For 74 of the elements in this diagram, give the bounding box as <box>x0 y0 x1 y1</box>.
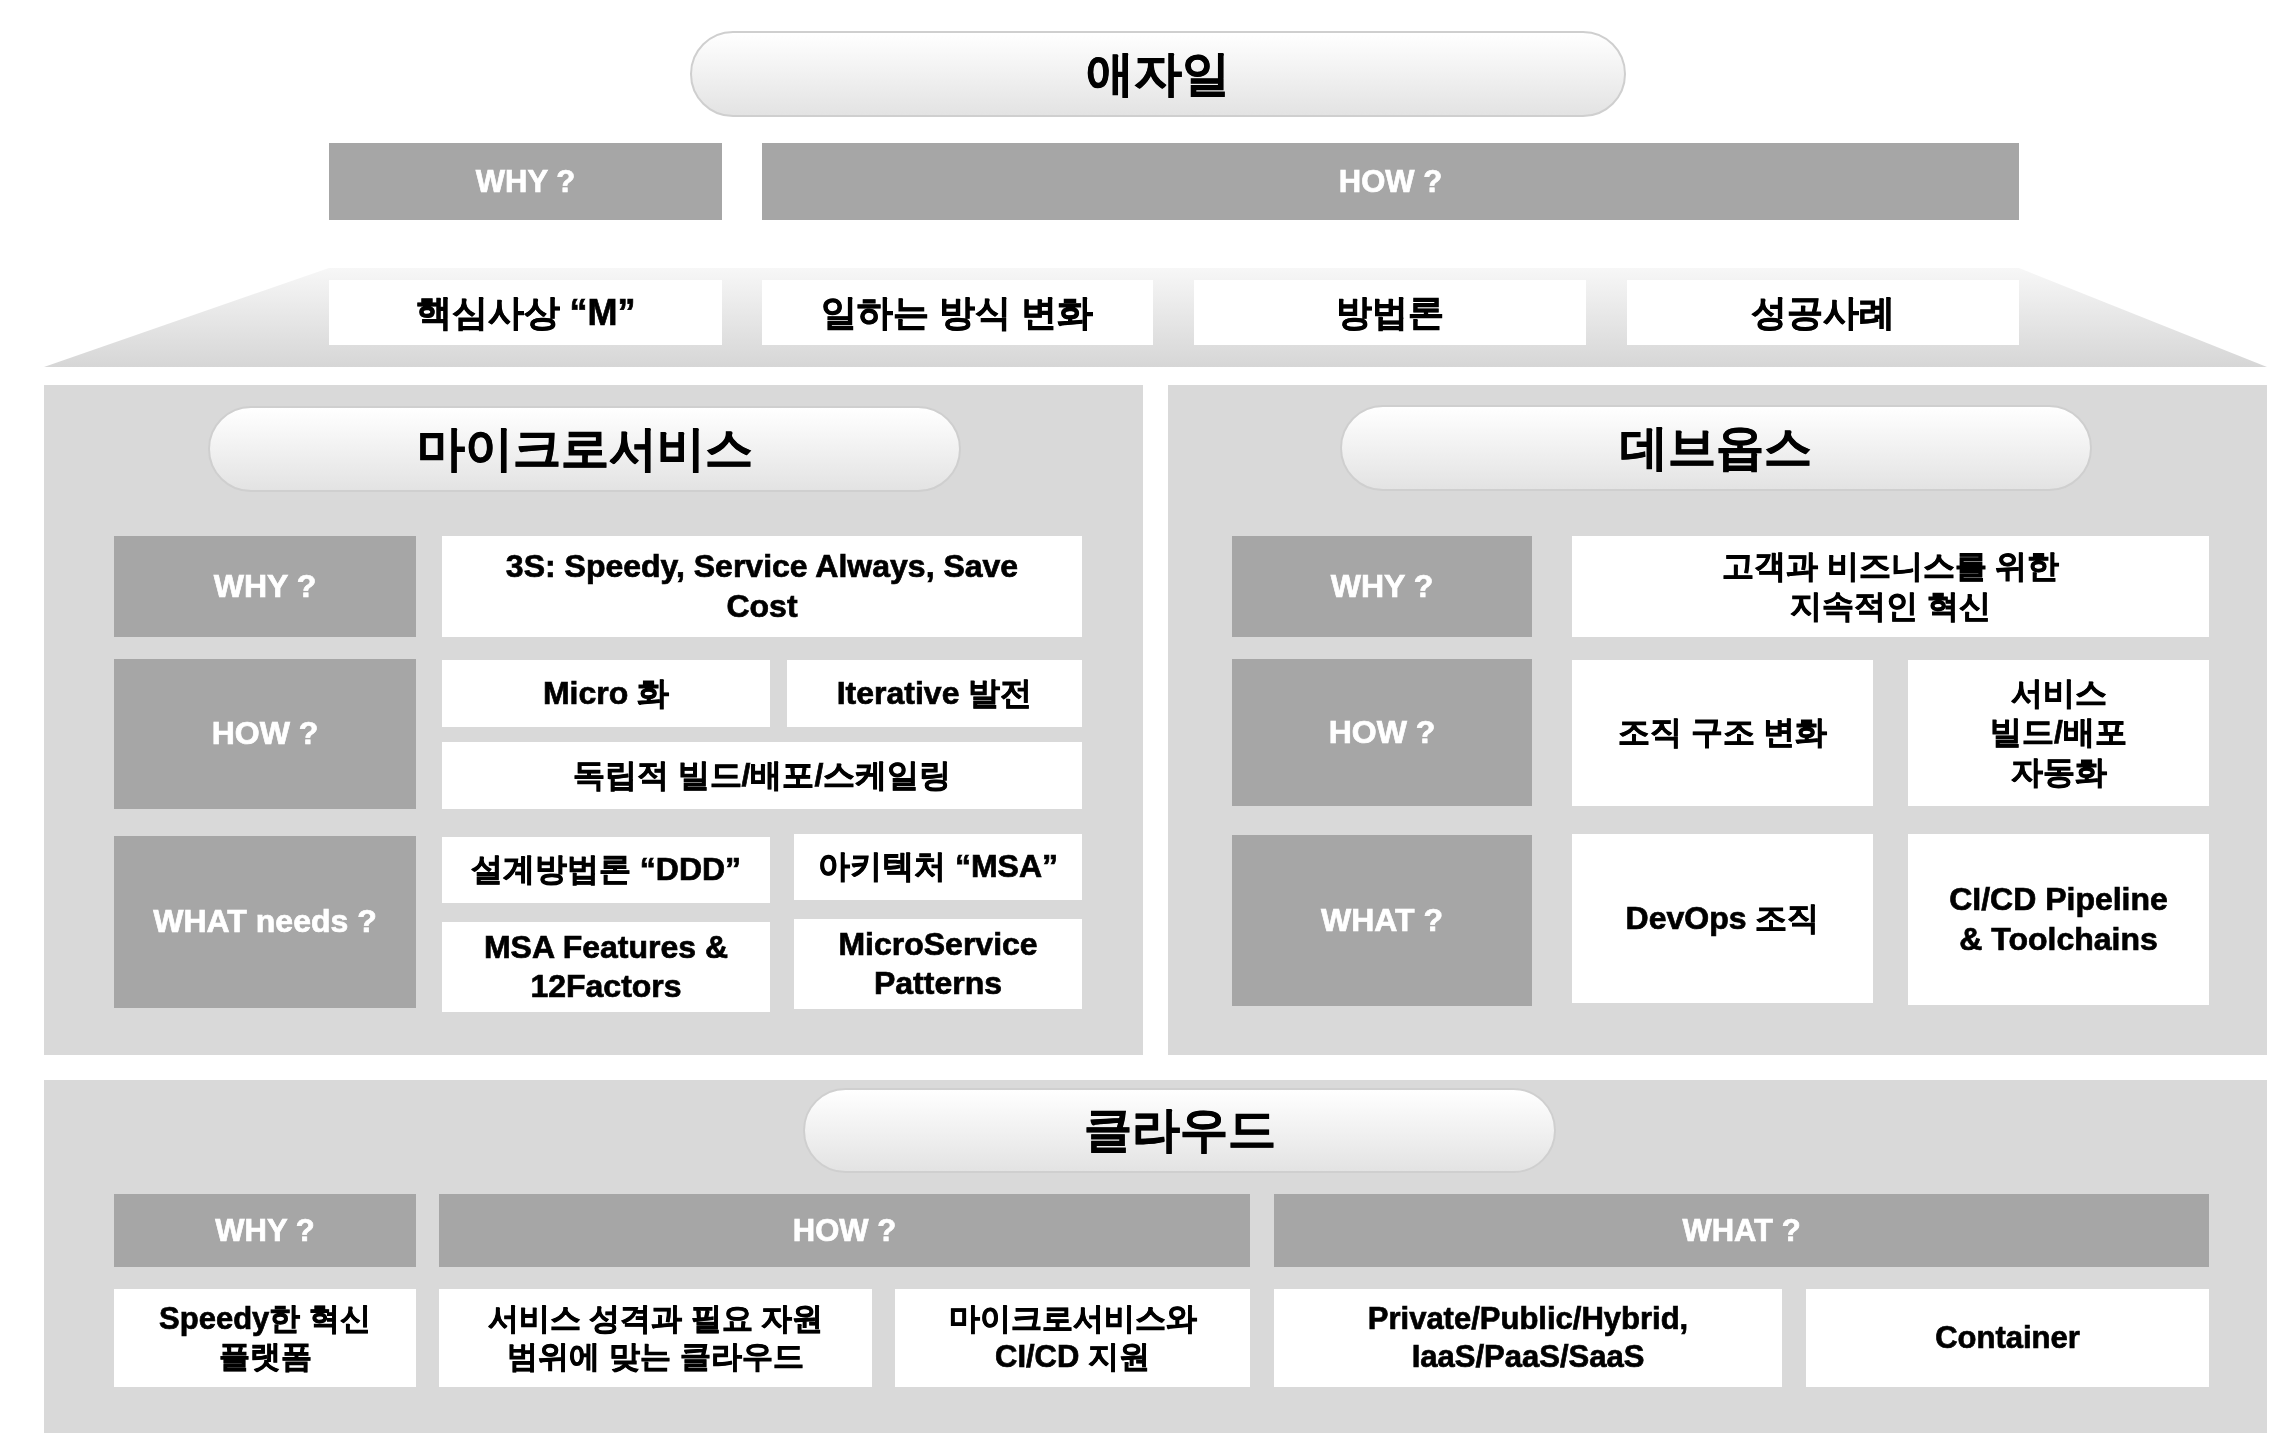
content-card <box>1908 660 2209 806</box>
roof-band <box>44 268 2267 367</box>
question-label: WHY ? <box>474 162 577 201</box>
question-label: WHAT ? <box>1681 1211 1802 1250</box>
section-title: 클라우드 <box>1082 1102 1277 1159</box>
content-text: MicroService Patterns <box>837 924 1039 1003</box>
content-text: Private/Public/Hybrid, IaaS/PaaS/SaaS <box>1366 1300 1690 1376</box>
content-card <box>1572 660 1873 806</box>
content-text: 성공사례 <box>1750 290 1896 335</box>
content-text: Container <box>1934 1319 2081 1357</box>
question-label: WHY ? <box>214 1211 316 1250</box>
content-card <box>114 1289 416 1387</box>
content-card <box>895 1289 1250 1387</box>
question-label: WHAT ? <box>1320 901 1444 940</box>
content-card <box>442 536 1082 637</box>
content-text: 설계방법론 “DDD” <box>469 850 743 890</box>
content-text: 아키텍처 “MSA” <box>817 847 1059 887</box>
section-panel <box>1168 385 2267 1055</box>
content-card <box>439 1289 872 1387</box>
section-panel <box>44 385 1143 1055</box>
question-bar <box>114 536 416 637</box>
content-text: 조직 구조 변화 <box>1616 713 1829 753</box>
question-bar <box>1232 659 1532 806</box>
content-text: Micro 화 <box>541 674 671 713</box>
content-text: 일하는 방식 변화 <box>820 290 1095 335</box>
question-label: WHAT needs ? <box>152 902 378 942</box>
content-text: 고객과 비즈니스를 위한 지속적인 혁신 <box>1720 547 2061 626</box>
content-text: MSA Features & 12Factors <box>482 927 730 1006</box>
question-label: HOW ? <box>210 714 320 754</box>
content-text: 서비스 빌드/배포 자동화 <box>1989 674 2128 792</box>
section-title: 데브옵스 <box>1619 419 1813 476</box>
question-bar <box>1232 835 1532 1006</box>
content-text: CI/CD Pipeline & Toolchains <box>1948 880 2169 959</box>
content-text: DevOps 조직 <box>1624 899 1821 938</box>
section-title: 마이크로서비스 <box>415 420 754 477</box>
content-text: 핵심사상 “M” <box>414 290 637 335</box>
content-card <box>1194 280 1586 345</box>
question-label: HOW ? <box>1327 713 1437 752</box>
content-card <box>442 837 770 903</box>
section-title: 애자일 <box>1085 45 1231 102</box>
content-card <box>1572 834 1873 1003</box>
question-bar <box>114 1194 416 1267</box>
question-bar <box>1274 1194 2209 1267</box>
content-text: 서비스 성격과 필요 자원 범위에 맞는 클라우드 <box>486 1300 825 1376</box>
question-bar <box>762 143 2019 220</box>
question-bar <box>114 659 416 809</box>
content-text: 3S: Speedy, Service Always, Save Cost <box>504 547 1020 626</box>
content-card <box>794 834 1082 900</box>
content-card <box>794 919 1082 1009</box>
content-text: Speedy한 혁신 플랫폼 <box>158 1300 372 1376</box>
question-label: HOW ? <box>1337 162 1444 201</box>
content-card <box>1806 1289 2209 1387</box>
content-card <box>1908 834 2209 1005</box>
content-text: Iterative 발전 <box>835 674 1034 713</box>
question-bar <box>329 143 722 220</box>
content-text: 마이크로서비스와 CI/CD 지원 <box>947 1300 1198 1376</box>
content-card <box>442 922 770 1012</box>
content-card <box>1627 280 2019 345</box>
question-bar <box>439 1194 1250 1267</box>
content-card <box>787 660 1082 727</box>
content-card <box>1572 536 2209 637</box>
content-card <box>1274 1289 1782 1387</box>
content-text: 독립적 빌드/배포/스케일링 <box>571 756 953 795</box>
content-card <box>762 280 1153 345</box>
content-card <box>329 280 722 345</box>
content-card <box>442 742 1082 809</box>
question-label: WHY ? <box>1329 567 1435 606</box>
question-label: HOW ? <box>791 1211 898 1250</box>
question-label: WHY ? <box>212 567 318 606</box>
content-text: 방법론 <box>1335 290 1445 335</box>
section-panel <box>44 1080 2267 1433</box>
question-bar <box>1232 536 1532 637</box>
content-card <box>442 660 770 727</box>
question-bar <box>114 836 416 1008</box>
